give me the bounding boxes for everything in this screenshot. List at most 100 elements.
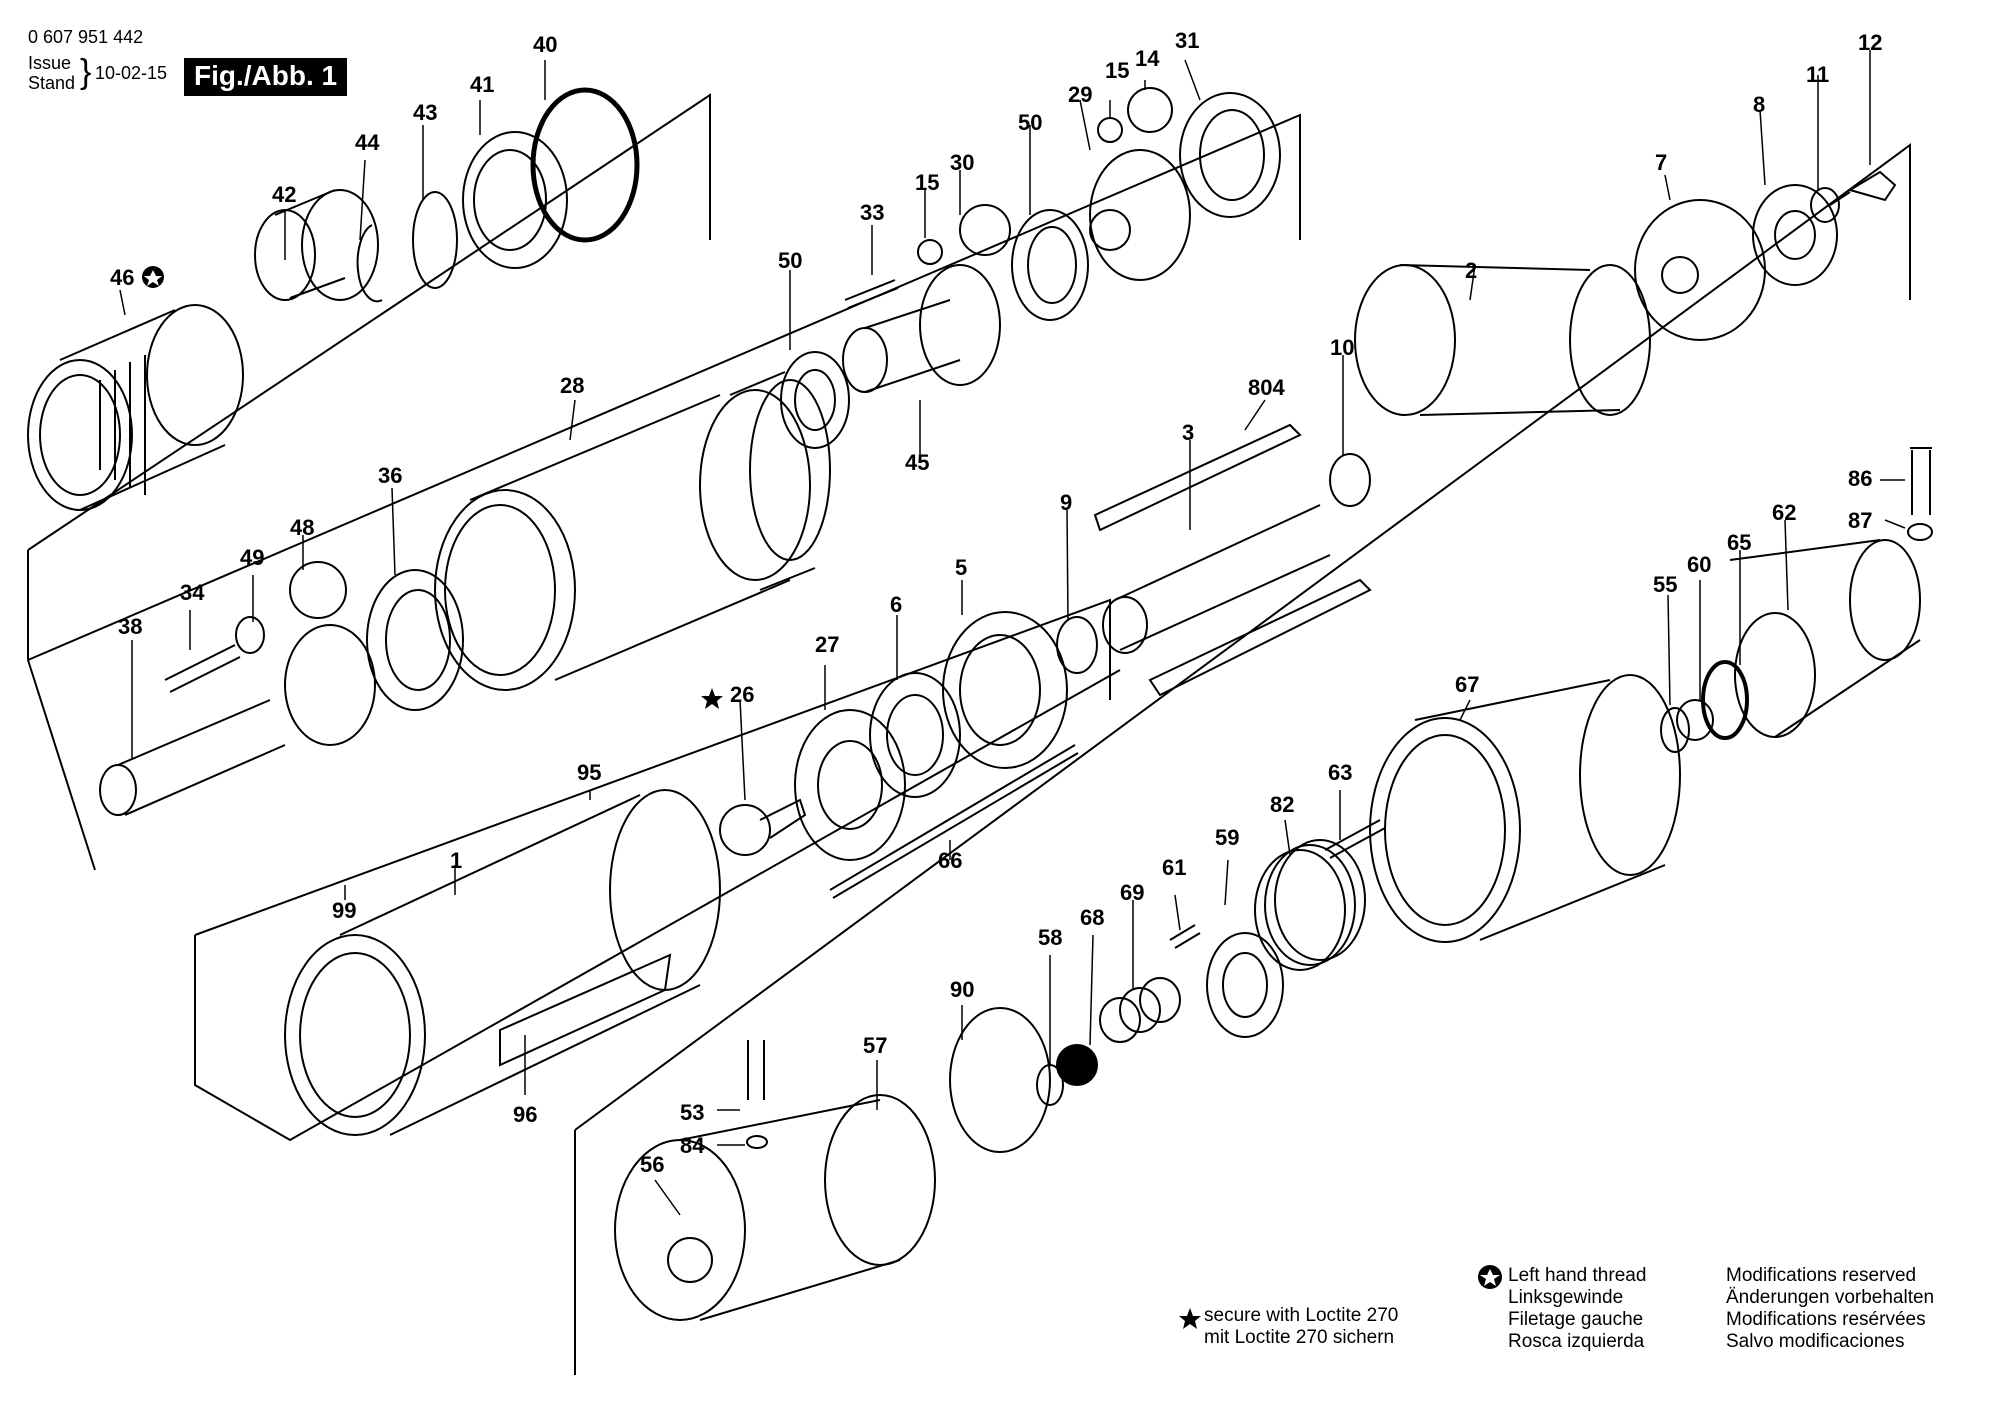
part-label: 6: [890, 592, 902, 617]
part-label: 65: [1727, 530, 1751, 555]
part-label: 82: [1270, 792, 1294, 817]
part-label: 42: [272, 182, 296, 207]
part-labels: 46 42 44 43 41 40 33 15 30 50 15 14 31 2…: [110, 28, 1882, 1177]
part-68-ball: [1056, 1044, 1098, 1086]
left-hand-thread-legend: Left hand thread Linksgewinde Filetage g…: [1508, 1265, 1646, 1353]
part-label: 95: [577, 760, 601, 785]
brace: }: [80, 53, 92, 91]
document-number: 0 607 951 442: [28, 27, 144, 47]
part-label: 15: [915, 170, 939, 195]
left-hand-thread-symbol-46: [142, 266, 164, 288]
part-59-cam: [1206, 932, 1284, 1038]
modifications-note: Modifications reserved Änderungen vorbeh…: [1726, 1265, 1934, 1353]
part-label: 11: [1806, 62, 1829, 87]
part-label: 86: [1848, 466, 1872, 491]
part-66-rod: [829, 744, 1079, 899]
part-label: 61: [1162, 855, 1186, 880]
part-67-knurled-sleeve: [1369, 674, 1681, 943]
part-label: 1: [450, 848, 462, 873]
part-label: 9: [1060, 490, 1072, 515]
lefthand-en: Left hand thread: [1508, 1265, 1647, 1286]
part-label: 50: [778, 248, 802, 273]
part-label: 90: [950, 977, 974, 1002]
part-label: 31: [1175, 28, 1199, 53]
part-2-cylinder: [1354, 264, 1651, 416]
stand-label: Stand: [28, 73, 76, 93]
part-84-oring: [746, 1135, 768, 1149]
part-43-oring: [412, 191, 458, 289]
part-90-washer: [949, 1007, 1051, 1153]
part-56-valve-body: [614, 1094, 936, 1321]
part-28-housing: [434, 371, 831, 691]
part-label: 38: [118, 614, 142, 639]
part-86-screw: [1910, 447, 1932, 515]
issue-date: 10-02-15: [95, 63, 168, 83]
part-50-washer-left: [780, 351, 850, 449]
part-label: 29: [1068, 82, 1092, 107]
part-label: 28: [560, 373, 584, 398]
part-label: 48: [290, 515, 314, 540]
part-30-gear: [959, 204, 1011, 256]
part-label: 36: [378, 463, 402, 488]
part-12-screw: [1829, 170, 1897, 206]
part-label: 67: [1455, 672, 1479, 697]
part-87-oring: [1907, 523, 1933, 541]
modifications-de: Änderungen vorbehalten: [1726, 1287, 1935, 1308]
part-7-endplate: [1634, 199, 1766, 341]
part-label: 2: [1465, 258, 1477, 283]
part-label: 5: [955, 555, 967, 580]
modifications-fr: Modifications resérvées: [1726, 1309, 1926, 1330]
part-3-rotor: [1093, 423, 1372, 697]
star-icon-legend: [1179, 1308, 1201, 1329]
frame-lower: [194, 598, 1111, 936]
part-61-pin: [1169, 924, 1201, 949]
part-1-housing: [284, 789, 721, 1136]
part-5-bearing: [942, 611, 1068, 769]
part-label: 99: [332, 898, 356, 923]
part-50-washer-right: [1011, 209, 1089, 321]
part-label: 33: [860, 200, 884, 225]
part-49-bearing: [235, 616, 265, 654]
part-11-washer: [1810, 187, 1840, 223]
modifications-en: Modifications reserved: [1726, 1265, 1917, 1286]
frame-mid: [27, 113, 1301, 1142]
part-15-needle-a: [917, 239, 943, 265]
lefthand-es: Rosca izquierda: [1508, 1331, 1645, 1352]
lefthand-fr: Filetage gauche: [1508, 1309, 1644, 1330]
part-label: 34: [180, 580, 205, 605]
frame-right: [574, 143, 1911, 1375]
leader-lines: [119, 50, 1906, 1216]
part-label: 68: [1080, 905, 1104, 930]
part-60-filter: [1676, 699, 1714, 741]
loctite-note-en: secure with Loctite 270: [1204, 1305, 1399, 1326]
lefthand-de: Linksgewinde: [1508, 1287, 1624, 1308]
part-55-oring: [1660, 707, 1690, 753]
part-69-spring: [1099, 977, 1181, 1043]
part-label: 26: [730, 682, 754, 707]
part-label: 69: [1120, 880, 1144, 905]
part-label: 10: [1330, 335, 1354, 360]
part-36-bearing: [366, 569, 464, 711]
part-label: 8: [1753, 92, 1765, 117]
part-48-gear: [289, 561, 347, 619]
part-label: 804: [1248, 375, 1285, 400]
part-label: 66: [938, 848, 962, 873]
part-82-spring: [1254, 839, 1366, 971]
part-label: 41: [470, 72, 494, 97]
part-38-spindle: [99, 624, 376, 816]
part-27-washer: [794, 709, 906, 861]
part-label: 53: [680, 1100, 704, 1125]
part-label: 60: [1687, 552, 1711, 577]
part-label: 46: [110, 265, 134, 290]
part-label: 44: [355, 130, 380, 155]
part-label: 59: [1215, 825, 1239, 850]
part-8-bearing: [1752, 184, 1838, 286]
part-label: 30: [950, 150, 974, 175]
part-label: 57: [863, 1033, 887, 1058]
part-26-gear: [719, 798, 807, 856]
part-34-pin: [164, 644, 241, 693]
part-65-oring: [1701, 660, 1749, 740]
part-label: 62: [1772, 500, 1796, 525]
left-hand-thread-icon-legend: [1478, 1265, 1502, 1289]
